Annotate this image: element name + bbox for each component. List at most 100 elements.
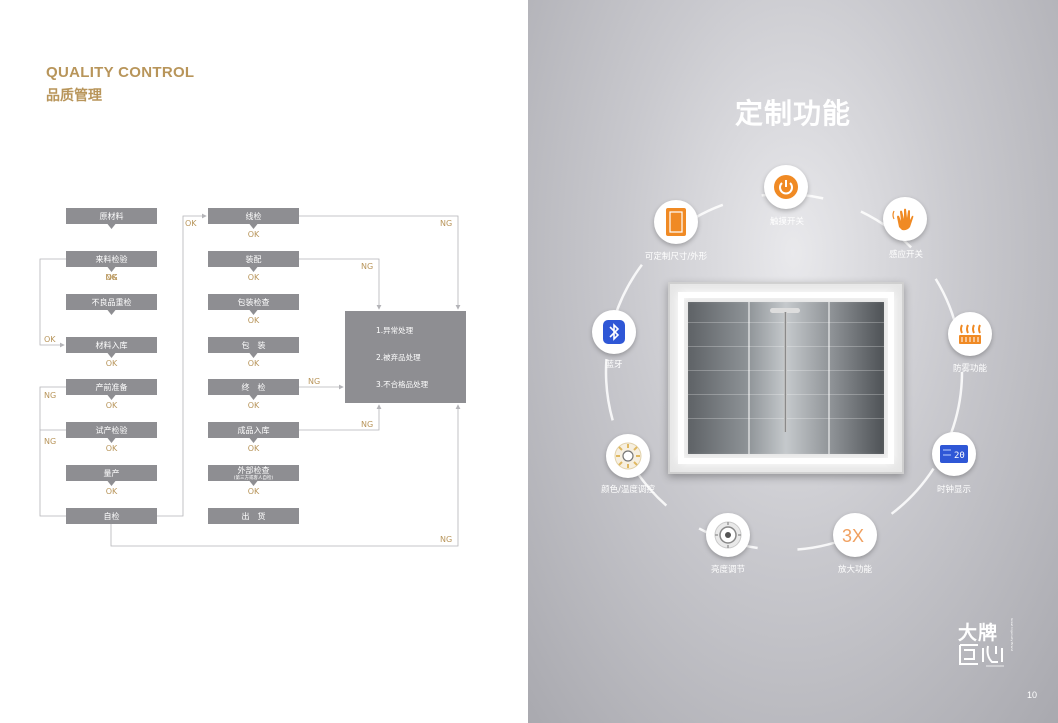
feature-sensor-switch [883,197,927,241]
brightness-dial-icon [714,521,742,549]
col1-down-arrow-5 [107,395,116,400]
ok-link-to-line-check [157,213,207,517]
mirror-led-frame [678,292,894,464]
col1-step-label-4: 材料入库 [96,340,128,350]
ok-loop-to-storage [39,258,66,348]
feature-clock: 20 [932,432,976,476]
col1-step-label-7: 量产 [104,468,120,478]
color-dial-icon [614,442,642,470]
col2-step-label-1: 线检 [246,211,262,221]
feature-color-temp [606,434,650,478]
col1-step-label-6: 试产检验 [96,425,128,435]
col1-ok-label-7: OK [106,487,118,496]
col1-step-box-6 [66,422,157,438]
led-mirror-image [668,282,904,474]
power-icon [774,175,798,199]
col2-step-label-7: 外部检查 [238,465,270,475]
ok-label-to-storage: OK [44,335,56,344]
ng-loop-prep [39,386,66,430]
brand-mark-icon [959,644,1004,667]
col2-step-label-6: 成品入库 [238,425,270,435]
incoming-check-ng-label: NG [105,273,117,282]
col2-down-arrow-6 [249,438,258,443]
col2-step-box-3 [208,294,299,310]
ng-label-trial: NG [44,437,56,446]
ng-label-final-check: NG [308,377,320,386]
col2-ok-label-1: OK [248,230,260,239]
feature-custom-size [654,200,698,244]
shower-scene [688,302,884,454]
col2-ok-label-5: OK [248,401,260,410]
feature-anti-fog [948,312,992,356]
clock-display-icon: 20 [940,445,968,463]
col2-step-label-2: 装配 [246,254,262,264]
col2-step-box-1 [208,208,299,224]
ng-assembly-to-results [299,258,382,310]
col1-step-box-2 [66,251,157,267]
mirror-shape-icon [666,208,686,236]
result-item-1: 1.异常处理 [376,325,414,335]
col2-down-arrow-3 [249,310,258,315]
col1-down-arrow-4 [107,353,116,358]
brand-logo: 大牌 Great Ingenuity Brand [958,618,1018,674]
col2-step-label-3: 包装检查 [238,297,270,307]
ng-label-prep: NG [44,391,56,400]
result-box [345,311,466,403]
col2-down-arrow-4 [249,353,258,358]
feature-label-bluetooth: 蓝牙 [605,360,623,370]
col2-step-label-4: 包 装 [242,340,266,350]
result-item-2: 2.被弃品处理 [376,352,421,362]
col2-step-box-8 [208,508,299,524]
feature-label-magnify: 放大功能 [837,565,873,575]
col2-down-arrow-5 [249,395,258,400]
feature-touch-switch [764,165,808,209]
col2-ok-label-2: OK [248,273,260,282]
feature-label-touch: 触摸开关 [769,217,805,227]
feature-label-custom-size: 可定制尺寸/外形 [644,252,708,262]
col2-ok-label-6: OK [248,444,260,453]
col1-step-label-3: 不良品重检 [92,297,132,307]
ng-loop-trial [39,429,66,517]
col2-step-box-6 [208,422,299,438]
page-number: 10 [1027,690,1038,700]
clock-digits: 20 [954,451,965,461]
col1-step-label-8: 自检 [104,511,120,521]
section-title-cn: 品质管理 [46,88,102,104]
col2-step-box-4 [208,337,299,353]
features-title: 定制功能 [734,97,851,130]
brand-name: 大牌 [958,622,999,644]
col1-down-arrow-3 [107,310,116,315]
col2-down-arrow-1 [249,224,258,229]
heater-icon [959,324,981,344]
col1-step-label-5: 产前准备 [96,382,128,392]
brand-side-text: Great Ingenuity Brand [1010,618,1014,652]
bluetooth-icon [603,320,625,344]
col1-ok-label-6: OK [106,444,118,453]
ng-label-warehouse: NG [361,420,373,429]
col1-step-box-8 [66,508,157,524]
col1-step-box-3 [66,294,157,310]
feature-label-clock: 时钟显示 [936,485,972,495]
ng-warehouse-to-results [299,404,382,431]
feature-magnify: 3X [833,513,877,557]
feature-bluetooth [592,310,636,354]
feature-label-color-temp: 颜色/温度调控 [601,485,655,495]
ng-label-assembly: NG [361,262,373,271]
magnify-3x-icon: 3X [842,526,864,546]
feature-label-brightness: 亮度调节 [710,565,746,575]
section-title-en: QUALITY CONTROL [46,64,195,81]
col2-step-box-7 [208,465,299,481]
col2-ok-label-4: OK [248,359,260,368]
col1-ok-label-2: OK [106,273,118,282]
col2-down-arrow-7 [249,481,258,486]
feature-label-anti-fog: 防雾功能 [952,364,988,374]
col2-ok-label-3: OK [248,316,260,325]
col1-step-box-7 [66,465,157,481]
col1-step-label-2: 来料检验 [96,254,128,264]
col1-step-box-1 [66,208,157,224]
external-check-note: (第三方或客人自检) [234,474,274,481]
col1-step-box-4 [66,337,157,353]
col1-down-arrow-1 [107,224,116,229]
col2-down-arrow-2 [249,267,258,272]
